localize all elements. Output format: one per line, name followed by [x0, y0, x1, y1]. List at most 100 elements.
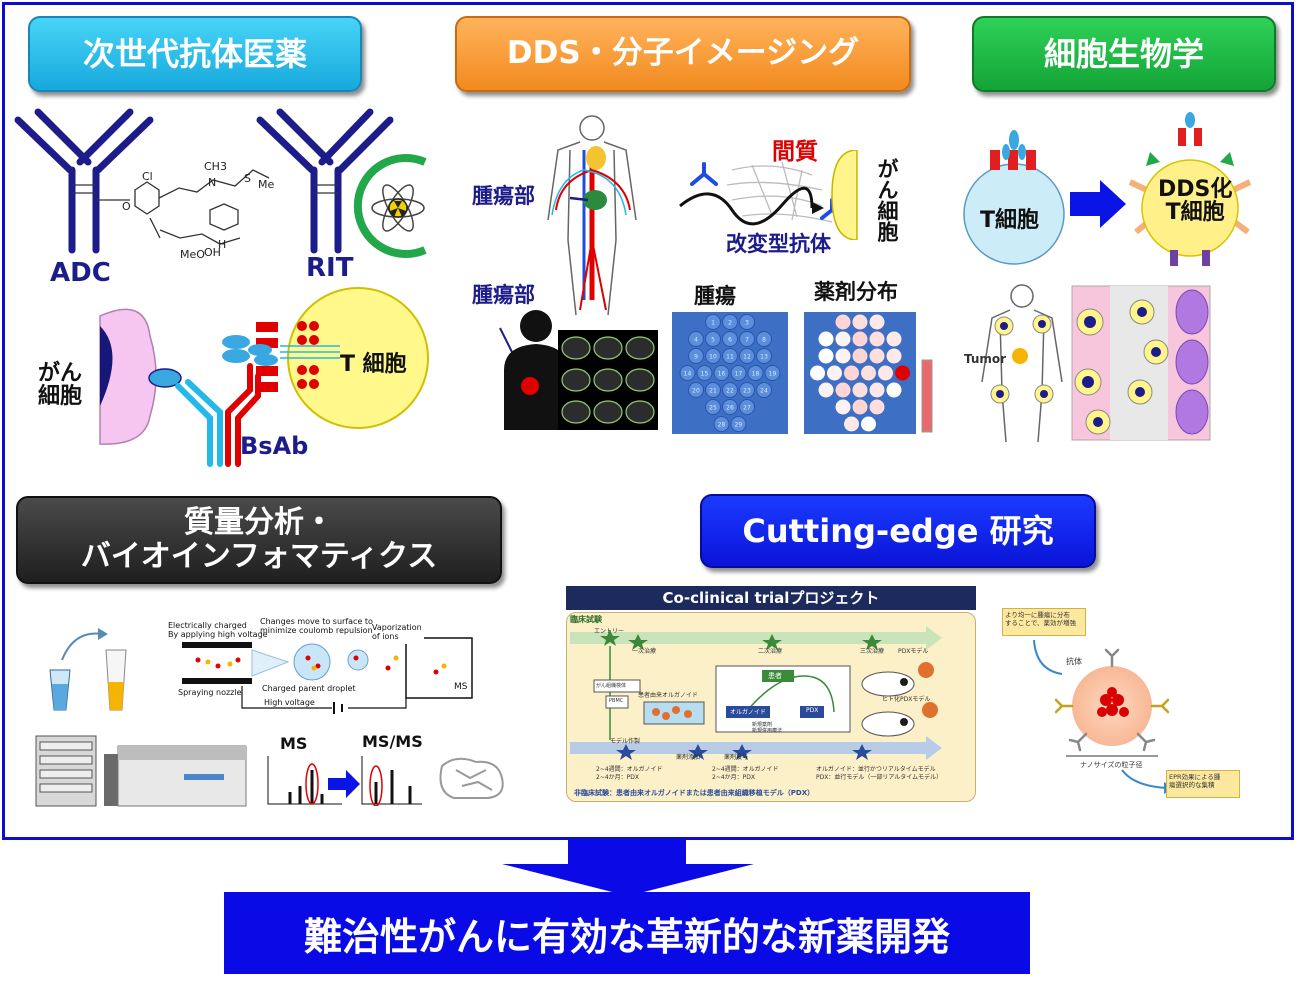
- chem-oh: OH: [204, 246, 221, 259]
- label-changes-line2: minimize coulomb repulsion: [260, 625, 373, 635]
- label-vaporization-line1: Vaporization: [372, 623, 422, 632]
- label-bsab: BsAb: [240, 432, 309, 460]
- tumor-grid-cell: [688, 348, 704, 364]
- label-tumor-site-2: 腫瘍部: [472, 283, 535, 307]
- label-charged-line2: By applying high voltage: [168, 629, 268, 639]
- label-tumor-heatmap: 腫瘍: [694, 284, 736, 308]
- tumor-grid-cell: [705, 314, 721, 330]
- cc-entry: エントリー: [594, 628, 625, 635]
- tumor-grid-cell: [722, 399, 738, 415]
- label-vaporization: Vaporization of ions: [372, 623, 422, 642]
- drug-grid-cell: [869, 331, 885, 347]
- tumor-grid-number: 17: [735, 371, 743, 378]
- down-arrow: [502, 840, 754, 896]
- drug-grid-cell: [869, 399, 885, 415]
- tumor-grid-cell: [679, 365, 696, 381]
- tumor-grid-number: 2: [728, 320, 732, 327]
- drug-grid-cell: [844, 416, 859, 432]
- label-tumor-english: Tumor: [964, 352, 1007, 366]
- drug-grid-cell: [886, 331, 902, 347]
- adc-illustration: Cl O CH3 N S Me MeO OH H: [14, 108, 274, 261]
- chem-n: N: [208, 176, 216, 189]
- chem-ch3: CH3: [204, 160, 227, 173]
- epr-antibody-label: 抗体: [1066, 657, 1082, 666]
- drug-grid-cell: [818, 382, 834, 398]
- tumor-grid-cell: [705, 399, 721, 415]
- cc-period-3: オルガノイド：並行かつリアルタイムモデル PDX：並行モデル（一部リアルタイムモ…: [816, 766, 943, 781]
- drug-grid-cell: [835, 314, 851, 330]
- tumor-grid-cell: [764, 365, 781, 381]
- epr-top-note-line2: することで、薬効が増強: [1005, 619, 1077, 628]
- tumor-grid-number: 15: [701, 371, 709, 378]
- label-spraying-nozzle: Spraying nozzle: [178, 688, 242, 697]
- drug-grid-cell: [861, 365, 876, 381]
- cc-patient-organoid: 患者由来オルガノイド: [638, 692, 698, 699]
- heading-mass-spec-line1: 質量分析・: [184, 504, 334, 540]
- tumor-grid-cell: [722, 331, 738, 347]
- epr-bottom-note: EPR効果による腫 瘍選択的な集積: [1166, 770, 1240, 798]
- chem-me: Me: [258, 178, 274, 191]
- stroma-antibody-illustration: [679, 150, 858, 240]
- label-ms-small: MS: [454, 682, 468, 692]
- tumor-grid-cell: [756, 331, 772, 347]
- cc-period-1: 2~4週間：オルガノイド 2~4か月：PDX: [596, 766, 663, 781]
- tumor-grid-cell: [688, 331, 704, 347]
- tumor-grid-number: 29: [735, 422, 743, 429]
- cc-humanized-pdx: ヒト化PDXモデル: [882, 696, 931, 703]
- label-rit: RIT: [306, 253, 354, 283]
- label-high-voltage: High voltage: [264, 698, 315, 707]
- drug-grid-cell: [878, 365, 893, 381]
- drug-grid-cell: [818, 331, 834, 347]
- heading-mass-spec-line2: バイオインフォマティクス: [80, 539, 438, 574]
- dds-t-cell-illustration: [963, 112, 1252, 266]
- tumor-grid-number: 23: [743, 388, 751, 395]
- patient-silhouette-illustration: [499, 310, 658, 430]
- chem-h: H: [218, 238, 226, 251]
- tumor-grid-cell: [713, 365, 730, 381]
- epr-nanoparticle-label: ナノサイズの粒子径: [1080, 761, 1143, 769]
- drug-grid-cell: [895, 365, 910, 381]
- tumor-infiltration-illustration: [981, 284, 1211, 443]
- label-ms: MS: [280, 734, 308, 753]
- epr-bottom-note-line1: EPR効果による腫: [1169, 773, 1221, 781]
- drug-grid-cell: [869, 382, 885, 398]
- chem-cl: Cl: [142, 170, 153, 183]
- label-msms: MS/MS: [362, 732, 423, 751]
- tumor-grid-number: 7: [745, 337, 749, 344]
- drug-grid-cell: [852, 314, 868, 330]
- cc-cancer-sample: がん組織検体: [596, 683, 627, 689]
- drug-grid-cell: [869, 314, 885, 330]
- chem-s: S: [244, 172, 251, 185]
- bsab-illustration: [99, 287, 429, 467]
- label-changes-line1: Changes move to surface to: [260, 617, 373, 626]
- tumor-grid-number: 20: [692, 388, 700, 395]
- tumor-grid-number: 19: [769, 371, 777, 378]
- tumor-grid-cell: [713, 416, 730, 432]
- label-charged-line1: Electrically charged: [168, 621, 247, 630]
- heading-dds: DDS・分子イメージング: [455, 16, 911, 92]
- cc-second-line: 二次治療: [758, 648, 783, 655]
- drug-grid-cell: [844, 365, 859, 381]
- tumor-grid-number: 26: [726, 405, 734, 412]
- tumor-grid-number: 6: [728, 337, 732, 344]
- drug-grid-cell: [818, 348, 834, 364]
- tumor-grid-number: 12: [743, 354, 751, 361]
- cc-third-line: 三次治療: [860, 648, 885, 655]
- label-cancer-cell-line2: 細胞: [38, 384, 83, 410]
- tumor-grid-cell: [739, 348, 755, 364]
- tumor-grid-cell: [722, 314, 738, 330]
- tumor-grid-number: 14: [684, 371, 692, 378]
- tumor-grid-cell: [756, 382, 772, 398]
- label-dds-t-cell-line2: T細胞: [1165, 200, 1225, 226]
- tumor-grid-number: 8: [762, 337, 766, 344]
- label-vaporization-line2: of ions: [372, 631, 399, 641]
- epr-top-note-line1: より均一に腫瘍に分布: [1005, 611, 1070, 619]
- tumor-grid-number: 4: [694, 337, 698, 344]
- ms-sample-tubes-illustration: [49, 628, 127, 711]
- tumor-grid-number: 24: [760, 388, 768, 395]
- drug-grid-cell: [886, 382, 902, 398]
- label-parent-droplet: Charged parent droplet: [262, 684, 356, 693]
- tumor-grid-cell: [696, 365, 713, 381]
- tumor-grid-number: 18: [752, 371, 760, 378]
- drug-grid-cell: [852, 399, 868, 415]
